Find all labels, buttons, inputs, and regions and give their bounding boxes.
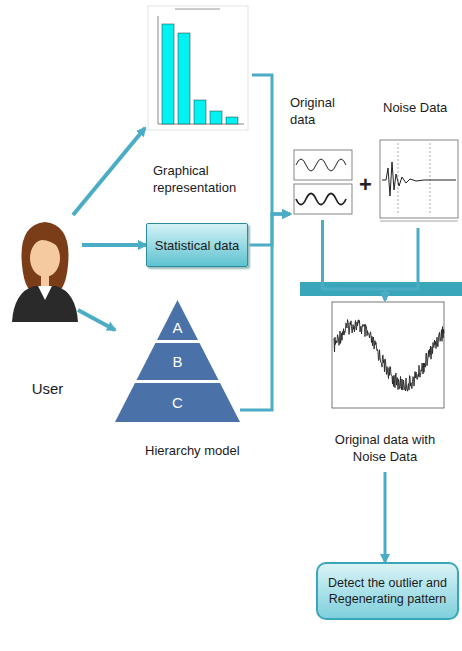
noise-plot bbox=[380, 140, 458, 221]
flow-arrow bbox=[248, 214, 290, 245]
bar-chart bbox=[148, 6, 248, 130]
node-label: Hierarchy model bbox=[145, 443, 240, 458]
hierarchy-pyramid: Hierarchy model AB C bbox=[115, 300, 255, 470]
node-label: Original data bbox=[290, 95, 355, 129]
signal-node: Noise Data bbox=[375, 100, 461, 228]
flow-arrow bbox=[252, 75, 290, 214]
sine-plot bbox=[294, 150, 352, 214]
pyramid-band: C bbox=[115, 383, 240, 422]
node-label: Graphical representation bbox=[153, 163, 257, 197]
node-label: Detect the outlier and Regenerating patt… bbox=[323, 575, 452, 608]
flow-arrow bbox=[385, 228, 418, 300]
user-actor: User bbox=[5, 215, 90, 397]
band-label: C bbox=[172, 394, 183, 411]
noisy-signal-plot bbox=[332, 302, 444, 408]
flow-arrow bbox=[384, 472, 387, 562]
flow-arrow bbox=[82, 243, 146, 247]
pyramid-band: A bbox=[115, 300, 240, 340]
signal-node: Original data bbox=[290, 95, 355, 220]
plus-sign: + bbox=[359, 172, 372, 198]
flow-arrow bbox=[323, 220, 386, 300]
chart-node: Graphical representation bbox=[145, 5, 257, 210]
band-label: A bbox=[172, 319, 182, 336]
signal-node: Original data with Noise Data bbox=[322, 300, 448, 466]
band-label: B bbox=[172, 353, 182, 370]
node-label: Original data with Noise Data bbox=[322, 432, 448, 466]
process-box: Statistical data bbox=[146, 223, 248, 267]
node-label: User bbox=[32, 380, 64, 397]
flow-arrow bbox=[78, 310, 115, 330]
flow-arrow bbox=[73, 128, 145, 215]
node-label: Statistical data bbox=[155, 238, 240, 253]
user-icon bbox=[12, 222, 78, 322]
node-label: Noise Data bbox=[375, 100, 461, 115]
process-box: Detect the outlier and Regenerating patt… bbox=[316, 562, 459, 620]
pyramid-band: B bbox=[115, 343, 240, 380]
